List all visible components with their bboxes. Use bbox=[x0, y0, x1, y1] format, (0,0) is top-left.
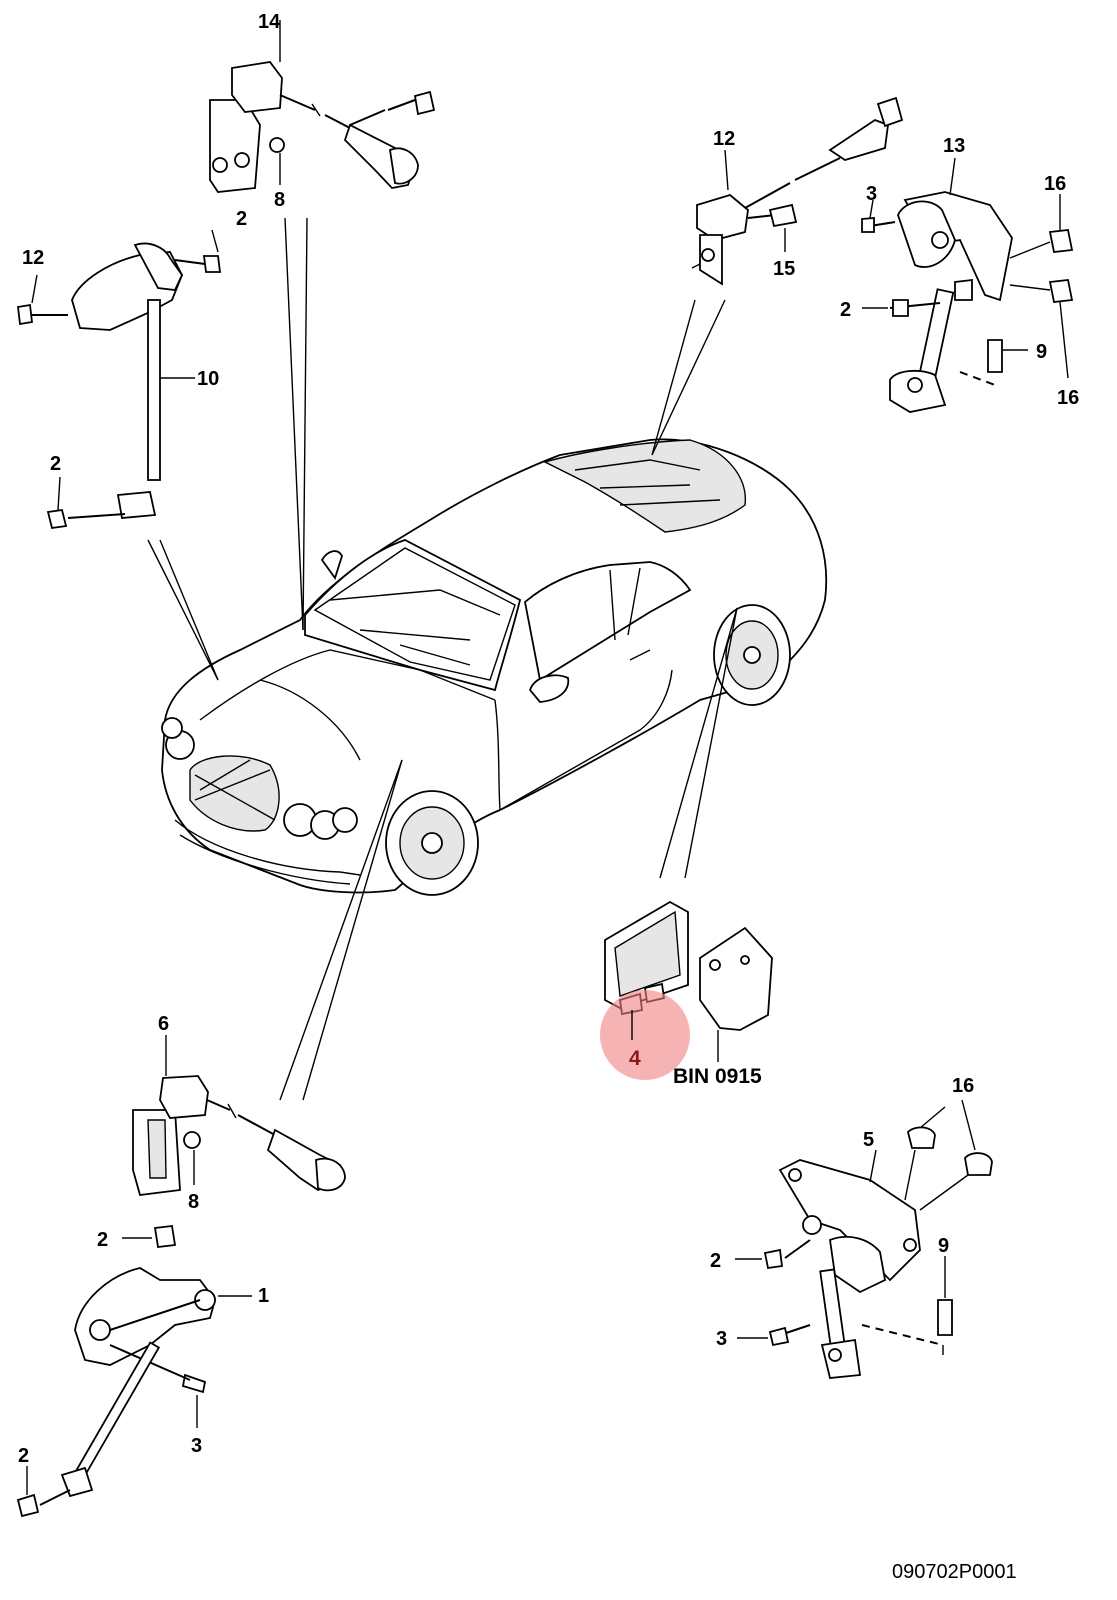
sensor-12-assembly bbox=[691, 96, 904, 286]
sensor-6-assembly bbox=[132, 1035, 346, 1196]
leader-lines bbox=[147, 217, 738, 1101]
document-number: 090702P0001 bbox=[892, 1561, 1017, 1583]
bin-label: BIN 0915 bbox=[673, 1065, 762, 1088]
sensor-13-assembly bbox=[861, 157, 1074, 413]
callout-12-right: 12 bbox=[713, 128, 735, 150]
highlight-marker bbox=[600, 990, 690, 1080]
sensor-14-assembly bbox=[209, 20, 436, 193]
sensor-5-assembly bbox=[735, 1099, 993, 1379]
callout-9-right-top: 9 bbox=[1036, 341, 1047, 363]
callout-2-left-mid: 2 bbox=[50, 453, 61, 475]
callout-6: 6 bbox=[158, 1013, 169, 1035]
callout-3-bottom-right: 3 bbox=[716, 1328, 727, 1350]
callout-10: 10 bbox=[197, 368, 219, 390]
car-illustration bbox=[161, 438, 828, 896]
callout-2-left-top: 2 bbox=[236, 208, 247, 230]
callout-2-bottom-left-a: 2 bbox=[97, 1229, 108, 1251]
callout-9-bottom-right: 9 bbox=[938, 1235, 949, 1257]
control-unit-4-assembly bbox=[604, 900, 773, 1062]
callout-15: 15 bbox=[773, 258, 795, 280]
sensor-1-assembly bbox=[16, 1225, 252, 1518]
sensor-10-assembly bbox=[17, 229, 222, 530]
callout-5: 5 bbox=[863, 1129, 874, 1151]
callout-13: 13 bbox=[943, 135, 965, 157]
callout-14-top: 14 bbox=[258, 11, 281, 33]
callout-16-bottom-right: 16 bbox=[952, 1075, 974, 1097]
callout-1: 1 bbox=[258, 1285, 269, 1307]
callout-16-right-bottom: 16 bbox=[1057, 387, 1079, 409]
callout-3-right-top: 3 bbox=[866, 183, 877, 205]
callout-4: 4 bbox=[629, 1047, 641, 1070]
callout-12-left: 12 bbox=[22, 247, 44, 269]
callout-8-bottom: 8 bbox=[188, 1191, 199, 1213]
callout-2-right-top: 2 bbox=[840, 299, 851, 321]
callout-16-right-top: 16 bbox=[1044, 173, 1066, 195]
callout-3-bottom-left: 3 bbox=[191, 1435, 202, 1457]
callout-8-top: 8 bbox=[274, 189, 285, 211]
callout-2-bottom-right: 2 bbox=[710, 1250, 721, 1272]
callout-2-bottom-left-b: 2 bbox=[18, 1445, 29, 1467]
